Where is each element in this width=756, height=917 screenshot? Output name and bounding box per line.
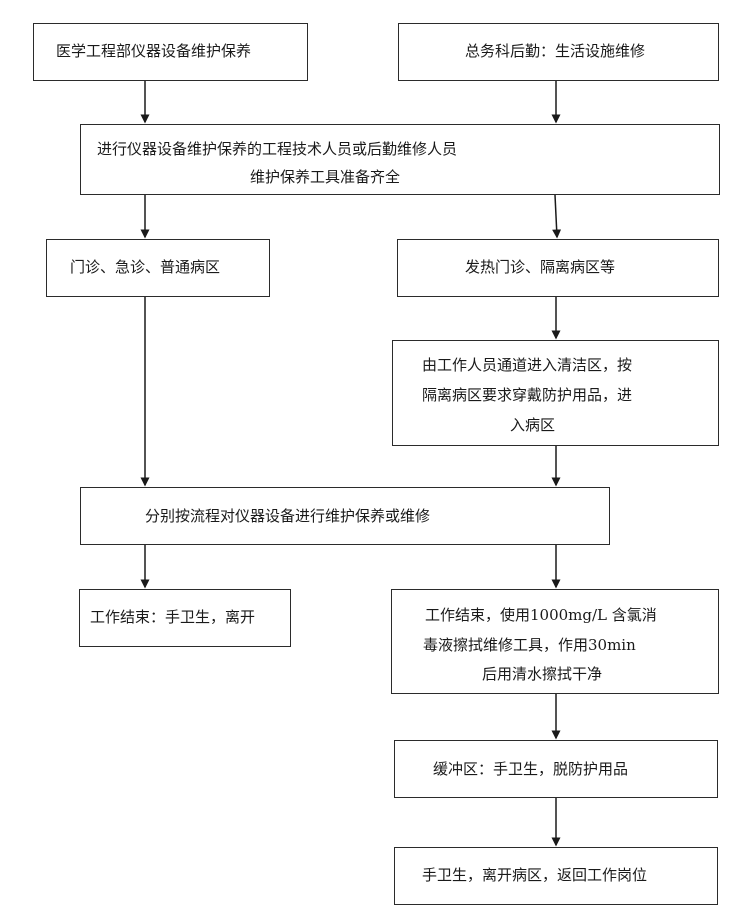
- preparation-label-line1: 进行仪器设备维护保养的工程技术人员或后勤维修人员: [97, 140, 458, 158]
- enter-ward-label-line3: 入病区: [510, 416, 556, 434]
- finish-right-label-line2: 毒液擦拭维修工具，作用30min: [423, 636, 636, 654]
- return-to-post-label: 手卫生，离开病区，返回工作岗位: [422, 866, 648, 884]
- finish-right-node: [391, 589, 719, 694]
- maintenance-label: 分别按流程对仪器设备进行维护保养或维修: [145, 507, 431, 525]
- return-to-post-node: [394, 847, 718, 905]
- finish-left-label: 工作结束：手卫生，离开: [90, 608, 256, 626]
- general-ward-node: [46, 239, 270, 297]
- enter-ward-label-line2: 隔离病区要求穿戴防护用品，进: [422, 386, 633, 404]
- enter-ward-label-line1: 由工作人员通道进入清洁区，按: [422, 356, 633, 374]
- isolation-ward-label: 发热门诊、隔离病区等: [465, 258, 616, 276]
- isolation-ward-node: [397, 239, 719, 297]
- preparation-label-line2: 维护保养工具准备齐全: [250, 168, 401, 186]
- medical-engineering-label: 医学工程部仪器设备维护保养: [56, 42, 252, 60]
- buffer-zone-label: 缓冲区：手卫生，脱防护用品: [433, 760, 629, 778]
- finish-left-node: [79, 589, 291, 647]
- finish-right-label-line3: 后用清水擦拭干净: [482, 665, 603, 683]
- finish-right-label-line1: 工作结束，使用1000mg/L 含氯消: [425, 606, 657, 624]
- enter-ward-node: [392, 340, 719, 446]
- general-affairs-node: [398, 23, 719, 81]
- medical-engineering-node: [33, 23, 308, 81]
- buffer-zone-node: [394, 740, 718, 798]
- general-affairs-label: 总务科后勤：生活设施维修: [465, 42, 646, 60]
- preparation-node: [80, 124, 720, 195]
- maintenance-node: [80, 487, 610, 545]
- arrow-prep-to-isolation: [552, 194, 562, 239]
- general-ward-label: 门诊、急诊、普通病区: [70, 258, 221, 276]
